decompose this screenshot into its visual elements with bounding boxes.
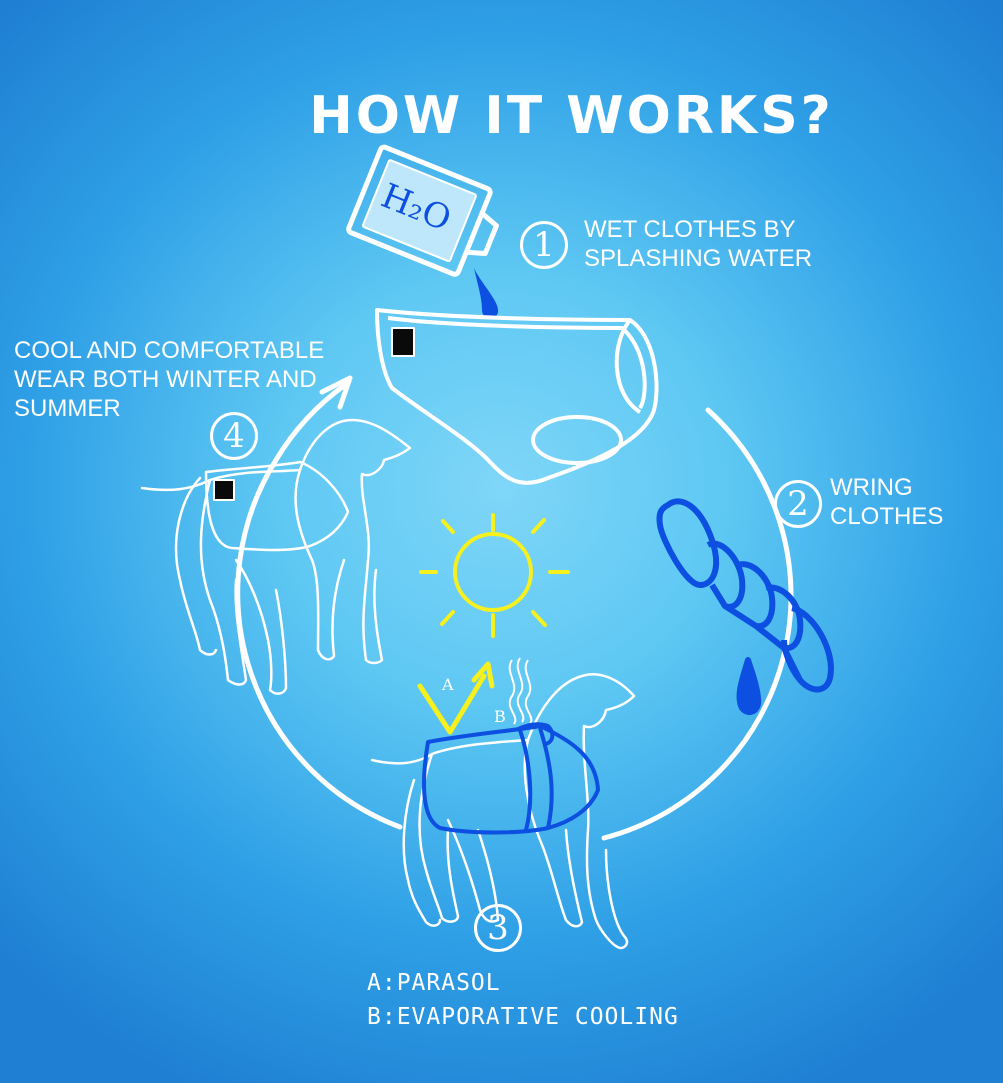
dog-icon-blue-vest xyxy=(370,673,636,950)
step-1-line-2: SPLASHING WATER xyxy=(584,245,813,272)
step-4-line-2: WEAR BOTH WINTER AND xyxy=(14,366,317,393)
step-2-line-2: CLOTHES xyxy=(830,503,944,530)
vest-on-dog-icon xyxy=(422,722,600,835)
step-1-number: 1 xyxy=(520,221,568,269)
step-3-line-1: A:PARASOL xyxy=(367,970,501,996)
step-3-line-2: B:EVAPORATIVE COOLING xyxy=(367,1004,679,1030)
heat-waves-icon xyxy=(508,657,533,725)
step-4-line-3: SUMMER xyxy=(14,395,121,422)
page-title: HOW IT WORKS? xyxy=(309,86,834,146)
wrung-cloth-icon xyxy=(656,498,834,716)
water-bottle-icon xyxy=(346,144,499,277)
step-2-circle: 2 xyxy=(774,480,822,528)
step-1-circle: 1 xyxy=(520,221,568,269)
dog-icon xyxy=(140,418,412,695)
ray-label-b: B xyxy=(494,707,506,726)
water-drop-icon xyxy=(474,268,499,319)
step-3-circle: 3 xyxy=(474,904,522,952)
step-3-number: 3 xyxy=(474,904,522,952)
step-1-line-1: WET CLOTHES BY xyxy=(584,216,796,243)
parasol-ray-icon xyxy=(417,661,495,735)
step-2-number: 2 xyxy=(774,480,822,528)
cycle-arrow-icon xyxy=(235,375,794,841)
vest-icon xyxy=(375,308,659,485)
step-4-caption: COOL AND COMFORTABLE WEAR BOTH WINTER AN… xyxy=(14,336,324,423)
step-4-line-1: COOL AND COMFORTABLE xyxy=(14,337,325,364)
step-1-caption: WET CLOTHES BY SPLASHING WATER xyxy=(584,215,812,273)
step-2-caption: WRING CLOTHES xyxy=(830,473,943,531)
sun-icon xyxy=(419,513,570,638)
step-2-line-1: WRING xyxy=(830,474,913,501)
step-3-caption: A:PARASOL B:EVAPORATIVE COOLING xyxy=(367,966,679,1034)
step-4-circle: 4 xyxy=(210,412,258,460)
step-4-number: 4 xyxy=(210,412,258,460)
ray-label-a: A xyxy=(441,675,454,694)
